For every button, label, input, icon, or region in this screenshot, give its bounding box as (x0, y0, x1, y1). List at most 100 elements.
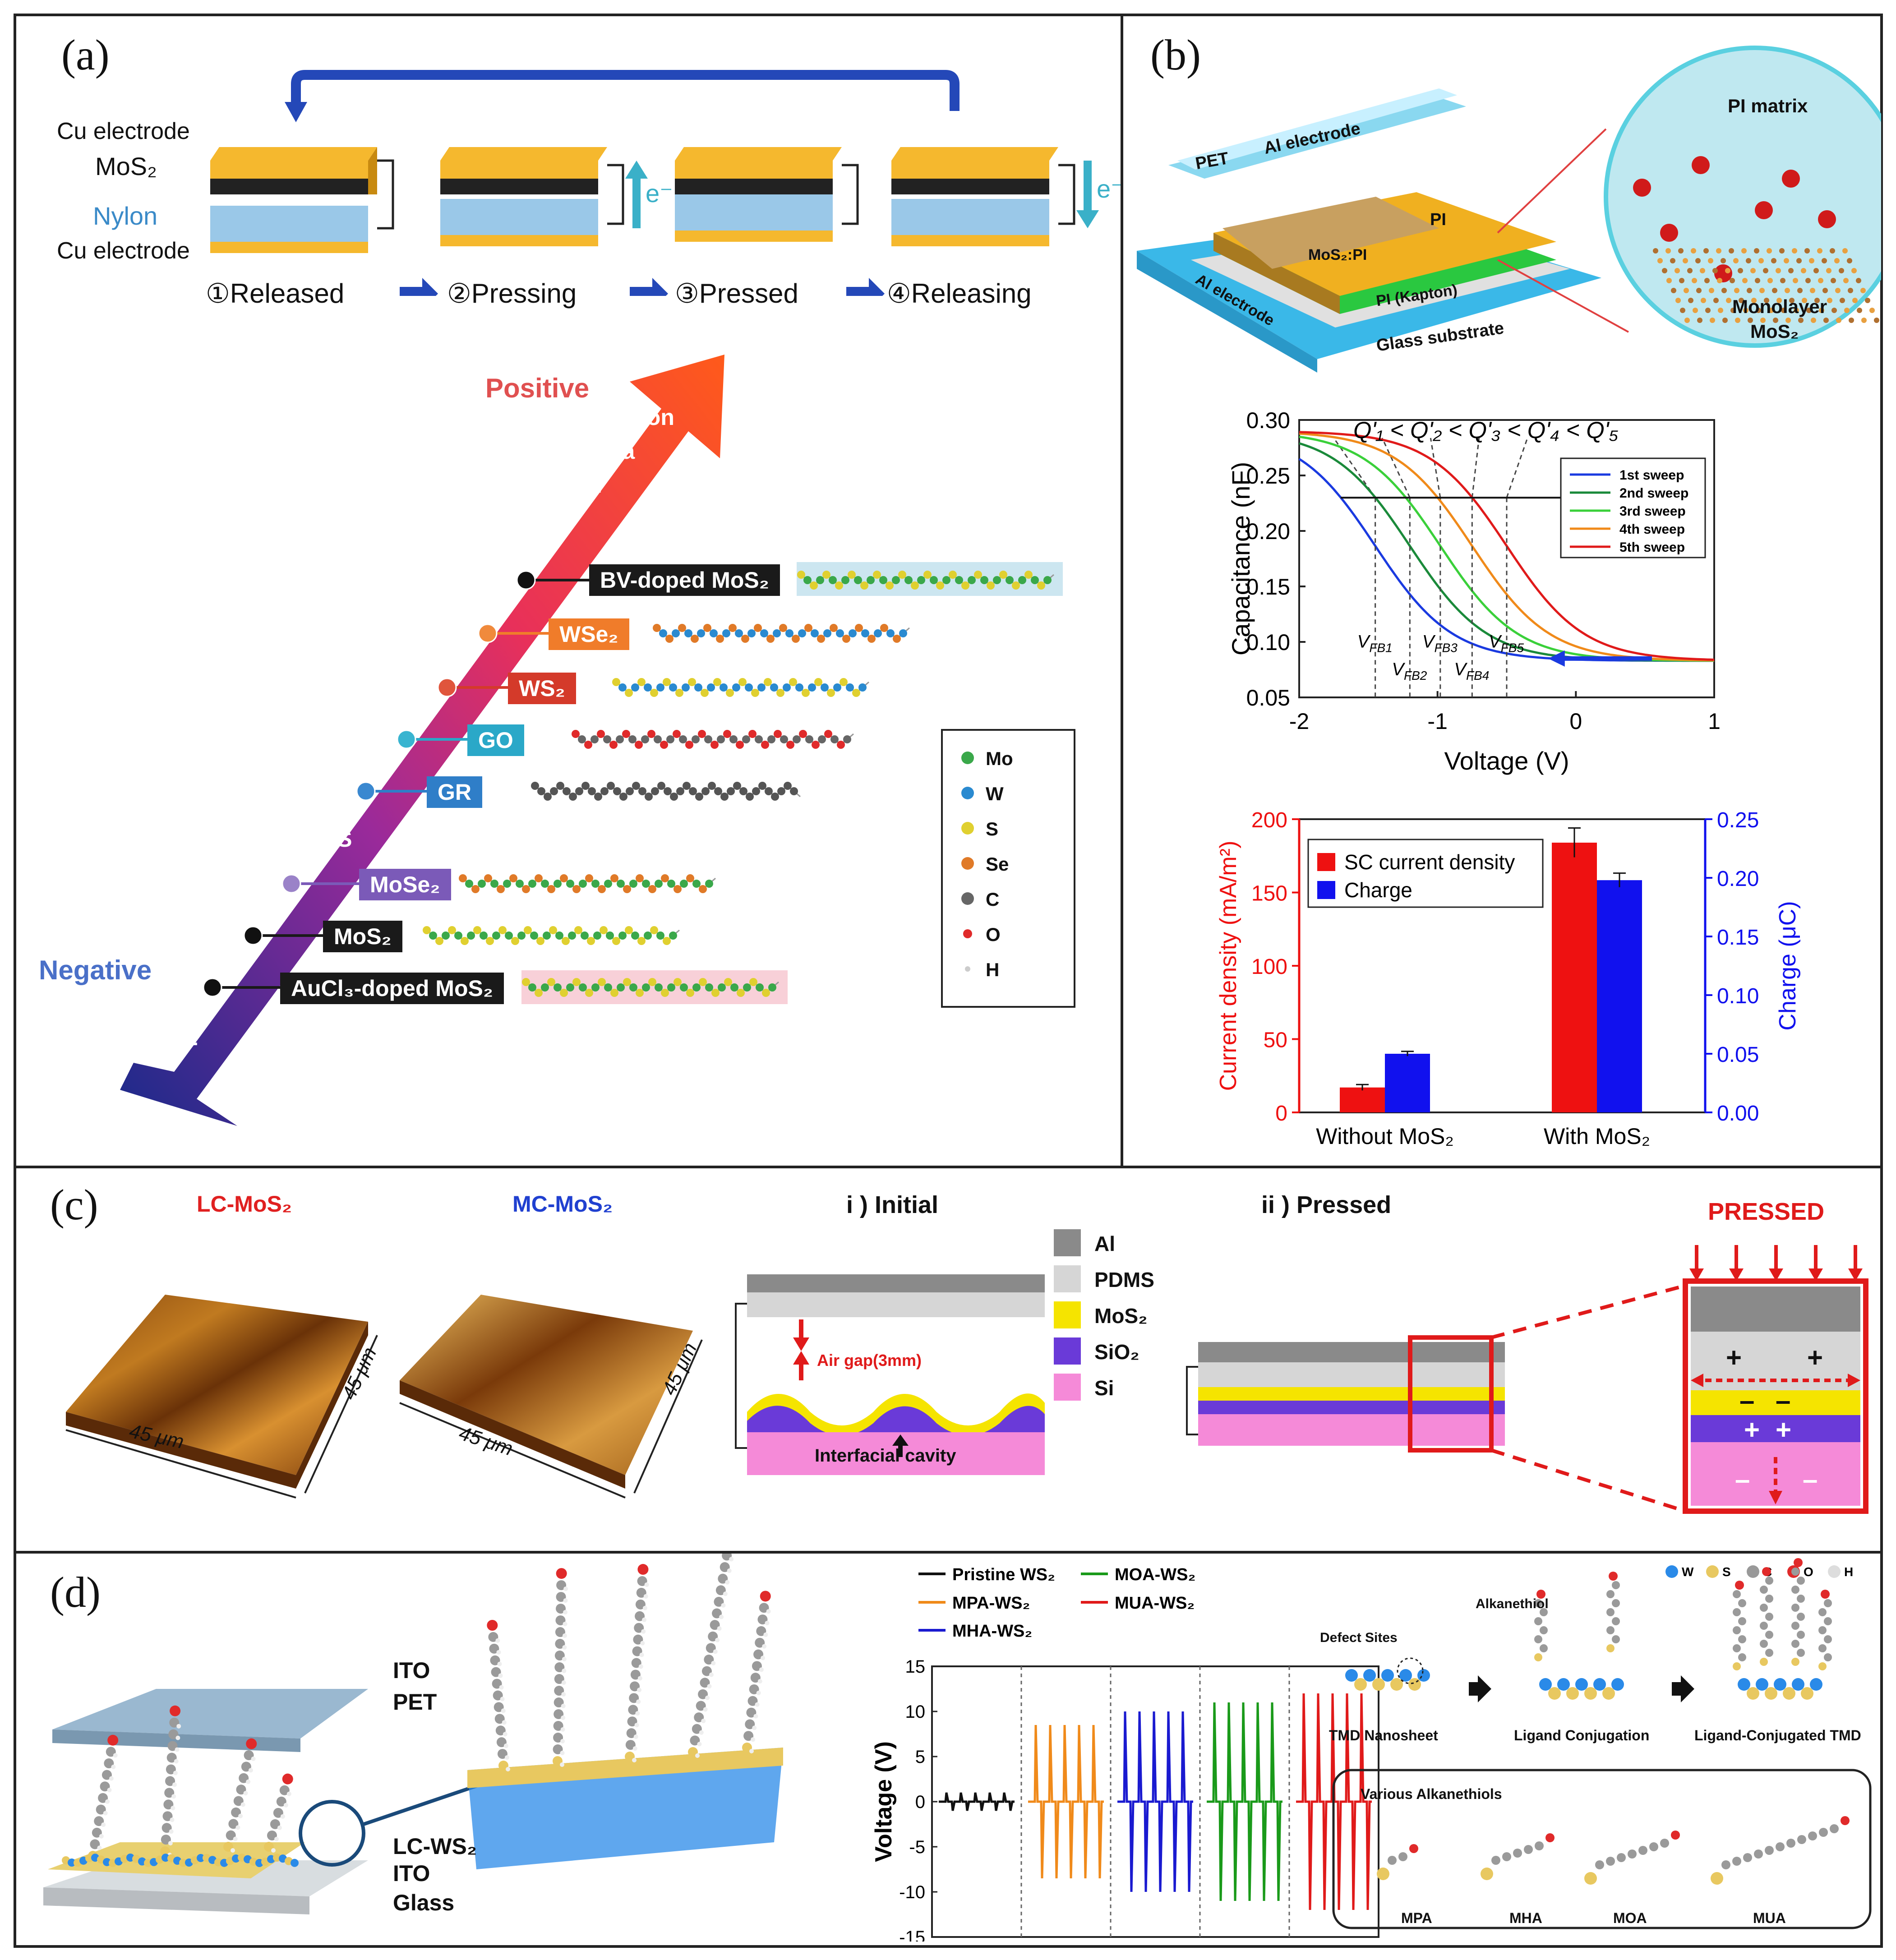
material-dot (397, 729, 416, 749)
step-pressed: ③Pressed (675, 278, 798, 309)
pressed-title: ii ) Pressed (1261, 1191, 1392, 1218)
legend-se: Se (986, 853, 1009, 875)
bar-ytick-right: 0.20 (1717, 867, 1759, 891)
q-guide (1506, 438, 1528, 498)
panel-d-label: (d) (50, 1568, 101, 1616)
material-lattice (797, 571, 1054, 590)
material-dot (243, 926, 263, 945)
panel-a-label: (a) (61, 31, 110, 79)
material-label: GR (438, 779, 471, 805)
material-lattice (653, 624, 910, 643)
legend-h: H (986, 959, 1000, 980)
initial-title: i ) Initial (846, 1191, 939, 1218)
material-connectors (203, 570, 589, 997)
cv-ytick: 0.15 (1246, 574, 1290, 600)
bar-ytick-left: 200 (1251, 808, 1287, 832)
atom-legend-label: S (1722, 1565, 1731, 1579)
voltage-series-line (1207, 1702, 1282, 1901)
material-lattice (522, 978, 779, 997)
step-released: ①Released (206, 278, 345, 309)
cv-series-line (1299, 431, 1715, 661)
voltage-ytick: -15 (899, 1928, 925, 1942)
material-label: WSe₂ (559, 622, 618, 647)
cv-ytick: 0.25 (1246, 463, 1290, 489)
label-pi-matrix: PI matrix (1728, 95, 1808, 116)
voltage-legend-entry: MPA-WS₂ (952, 1594, 1030, 1613)
cv-ytick: 0.20 (1246, 519, 1290, 544)
voltage-ytick: -10 (899, 1882, 925, 1902)
tmd-nanosheet-label: TMD Nanosheet (1329, 1727, 1438, 1743)
svg-text:+: + (1776, 1415, 1791, 1445)
svg-text:–: – (1735, 1464, 1750, 1494)
material-label: AuCl₃-doped MoS₂ (291, 976, 494, 1001)
bar-ylabel-right: Charge (μC) (1775, 901, 1801, 1030)
cv-annotation: Q'₁ < Q'₂ < Q'₃ < Q'₄ < Q'₅ (1353, 417, 1619, 443)
cv-xtick: 1 (1708, 709, 1721, 734)
charge-dot (1714, 264, 1732, 282)
label-monolayer: Monolayer (1732, 296, 1827, 317)
material-label: MoSe₂ (370, 872, 440, 897)
series-mica: Mica (585, 438, 635, 464)
bar-ytick-left: 0 (1275, 1102, 1287, 1125)
cv-legend-entry: 4th sweep (1619, 522, 1685, 537)
afm-images (65, 1295, 703, 1499)
bar-ytick-right: 0.05 (1717, 1043, 1759, 1067)
ligand-conjugated-tmd-label: Ligand-Conjugated TMD (1694, 1727, 1861, 1743)
bar-category-label: Without MoS₂ (1316, 1124, 1454, 1149)
step4-stack (891, 147, 1099, 246)
negative-label: Negative (39, 955, 152, 985)
cv-ytick: 0.10 (1246, 630, 1290, 655)
cv-xlabel: Voltage (V) (1444, 747, 1569, 775)
voltage-legend-entry: MHA-WS₂ (952, 1622, 1032, 1641)
legend-w: W (986, 783, 1004, 804)
series-pdms: PDMS (287, 826, 352, 852)
material-dot (281, 874, 301, 894)
panel-b-label: (b) (1150, 31, 1201, 79)
vfb-label: VFB2 (1392, 659, 1427, 683)
element-legend-dots (961, 752, 974, 972)
material-lattices (423, 562, 1063, 1004)
atom-legend-dot (1665, 1565, 1678, 1578)
svg-text:+: + (1726, 1342, 1742, 1373)
alkanethiol-label: Alkanethiol (1476, 1596, 1549, 1611)
step1-stack (210, 147, 394, 253)
step-pressing: ②Pressing (447, 278, 577, 309)
bar-ytick-left: 100 (1251, 955, 1287, 979)
charge-dot (1782, 170, 1800, 188)
defect-sites-label: Defect Sites (1320, 1630, 1398, 1645)
ligand-conjugation-label: Ligand Conjugation (1514, 1727, 1650, 1743)
pressed-big-label: PRESSED (1708, 1198, 1825, 1225)
voltage-ytick: 5 (915, 1747, 925, 1767)
label-ito-top: ITO (393, 1658, 430, 1683)
series-pet: PET (562, 472, 606, 498)
element-legend: Mo W S Se C O H (941, 729, 1075, 1008)
voltage-legend-entry: MUA-WS₂ (1115, 1594, 1195, 1613)
thiol-moa: MOA (1613, 1910, 1647, 1926)
svg-text:+: + (1807, 1342, 1823, 1373)
voltage-series-line (1117, 1711, 1193, 1892)
material-dot (516, 570, 536, 590)
svg-text:–: – (1739, 1385, 1754, 1416)
atom-legend-label: H (1844, 1565, 1853, 1579)
bar-charge (1385, 1054, 1430, 1112)
thiol-mha: MHA (1509, 1910, 1542, 1926)
label-cu-electrode-bottom: Cu electrode (57, 238, 190, 264)
bar-legend-entry: SC current density (1344, 850, 1515, 874)
legend-mos2: MoS₂ (1094, 1304, 1148, 1328)
label-glass: Glass (393, 1890, 455, 1915)
legend-si: Si (1094, 1376, 1114, 1400)
material-bv-doped-mos2: BV-doped MoS₂ (589, 564, 780, 596)
label-mos2-layer: MoS₂ (95, 152, 157, 180)
bar-charge (1597, 880, 1642, 1112)
voltage-ytick: 15 (905, 1657, 926, 1677)
vfb-label: VFB3 (1422, 632, 1458, 655)
atom-legend-label: O (1804, 1565, 1813, 1579)
defect-site-marker (1397, 1657, 1424, 1684)
vfb-label: VFB1 (1357, 632, 1393, 655)
material-label: GO (478, 728, 513, 753)
charge-dot (1818, 210, 1836, 228)
label-nylon-layer: Nylon (93, 202, 158, 230)
cv-ytick: 0.30 (1246, 408, 1290, 433)
legend-al: Al (1094, 1232, 1115, 1255)
